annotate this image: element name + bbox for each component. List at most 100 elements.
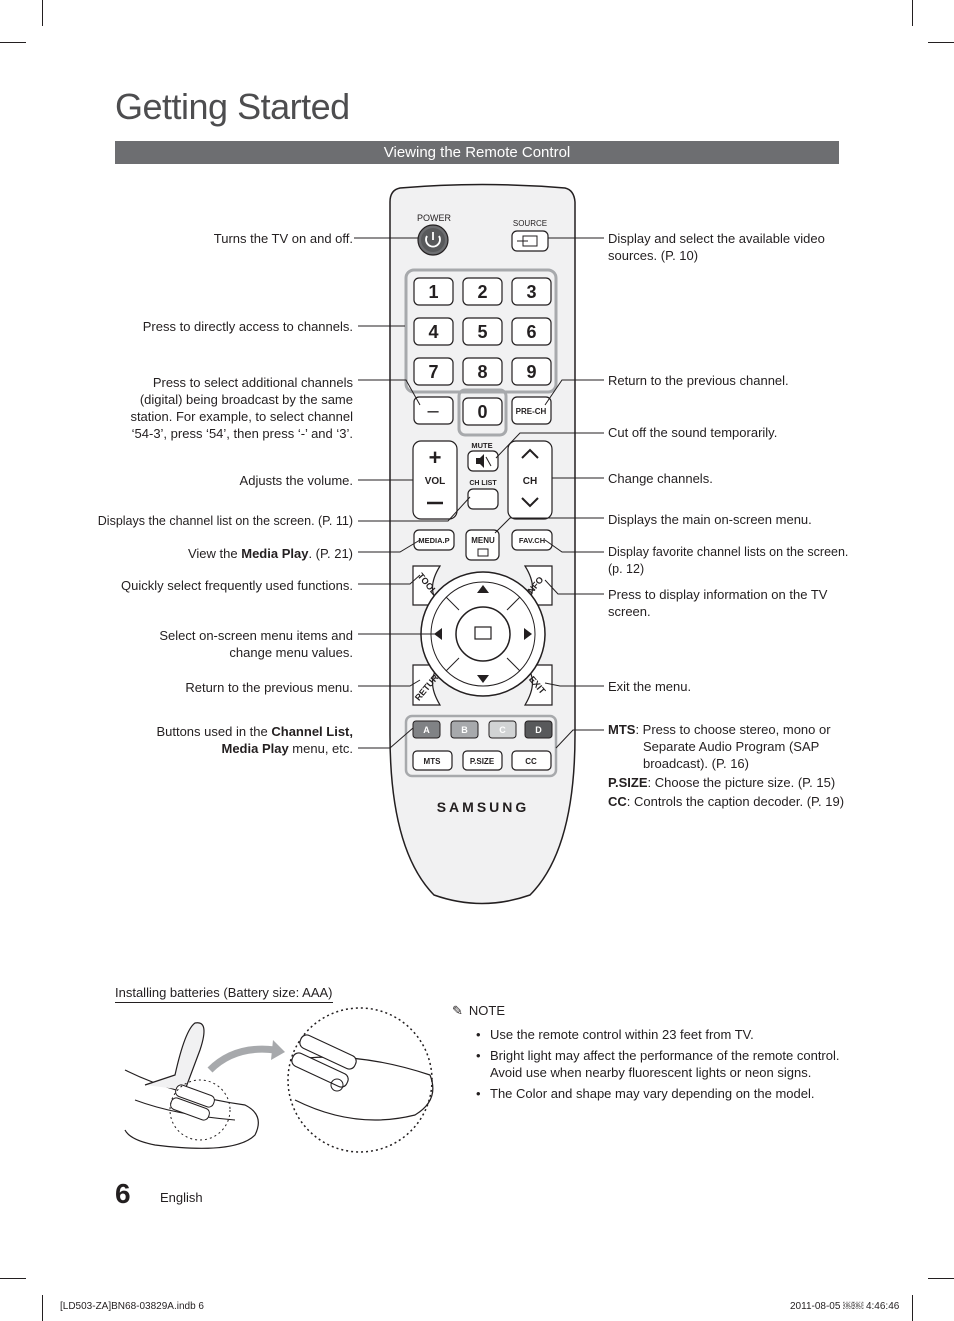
digit-key-1 bbox=[413, 277, 454, 306]
label-dash-line: station. For example, to select channel bbox=[130, 409, 353, 424]
color-key-A bbox=[412, 720, 441, 739]
color-key-label: B bbox=[461, 725, 468, 735]
page-title: Getting Started bbox=[115, 86, 350, 127]
note-item-text: The Color and shape may vary depending o… bbox=[490, 1086, 815, 1101]
digit-key-3 bbox=[511, 277, 552, 306]
crop-mark bbox=[42, 1295, 43, 1321]
label-colors: Buttons used in the Channel List, Media … bbox=[156, 723, 353, 757]
label-dash-line: ‘54-3’, press ‘54’, then press ‘-’ and ‘… bbox=[131, 426, 353, 441]
label-favch-line: Display favorite channel lists on the sc… bbox=[608, 545, 849, 559]
label-prech: Return to the previous channel. bbox=[608, 373, 789, 388]
label-psize-key: P.SIZE bbox=[608, 775, 648, 790]
note-item: •The Color and shape may vary depending … bbox=[476, 1086, 815, 1101]
enter-icon bbox=[474, 626, 492, 640]
label-favch-line: (p. 12) bbox=[608, 562, 645, 576]
prech-button bbox=[511, 396, 552, 425]
svg-text:MUTE: MUTE bbox=[471, 441, 492, 450]
label-mts-key: MTS bbox=[608, 722, 636, 737]
mediap-button bbox=[413, 529, 455, 551]
note-item: •Use the remote control within 23 feet f… bbox=[476, 1027, 754, 1042]
crop-mark bbox=[912, 1295, 913, 1321]
label-colors-bold: Media Play bbox=[221, 741, 289, 756]
digit-key-6 bbox=[511, 317, 552, 346]
digit-label: 4 bbox=[428, 322, 438, 342]
source-label: SOURCE bbox=[513, 219, 547, 228]
digit-key-2 bbox=[462, 277, 503, 306]
svg-text:CC: CC bbox=[525, 757, 537, 766]
label-tools: Quickly select frequently used functions… bbox=[121, 578, 353, 593]
label-mediap-post: . (P. 21) bbox=[308, 546, 353, 561]
label-psize-text: : Choose the picture size. (P. 15) bbox=[647, 775, 836, 790]
right-arrow-icon bbox=[524, 628, 532, 640]
digit-label: 5 bbox=[477, 322, 487, 342]
svg-text:CH LIST: CH LIST bbox=[469, 480, 497, 487]
source-button bbox=[511, 230, 549, 252]
svg-text:–: – bbox=[427, 400, 439, 422]
label-source-line: Display and select the available video bbox=[608, 231, 825, 246]
digit-key-8 bbox=[462, 357, 503, 386]
arrow-icon bbox=[207, 1045, 276, 1073]
menu-icon bbox=[477, 548, 489, 557]
samsung-logo: SAMSUNG bbox=[437, 799, 530, 815]
digit-key-7 bbox=[413, 357, 454, 386]
label-dash-line: Press to select additional channels bbox=[152, 375, 353, 390]
svg-text:MTS: MTS bbox=[424, 757, 442, 766]
label-favch: Display favorite channel lists on the sc… bbox=[608, 544, 848, 578]
battery-illustration bbox=[124, 1007, 434, 1153]
psize-button bbox=[462, 750, 503, 771]
color-key-label: D bbox=[535, 725, 542, 735]
ch-rocker bbox=[507, 440, 553, 520]
digit-label: 0 bbox=[477, 402, 487, 422]
section-header: Viewing the Remote Control bbox=[115, 141, 839, 164]
color-key-B bbox=[450, 720, 479, 739]
label-mts-text: broadcast). (P. 16) bbox=[643, 756, 749, 771]
digit-label: 9 bbox=[526, 362, 536, 382]
label-mute: Cut off the sound temporarily. bbox=[608, 425, 778, 440]
mute-icon bbox=[476, 454, 484, 468]
crop-mark bbox=[42, 0, 43, 26]
crop-mark bbox=[0, 1278, 26, 1279]
svg-text:+: + bbox=[429, 445, 442, 470]
label-dash: Press to select additional channels (dig… bbox=[130, 374, 353, 442]
label-vol: Adjusts the volume. bbox=[239, 473, 353, 488]
label-arrows-line: change menu values. bbox=[229, 645, 353, 660]
dash-button bbox=[413, 396, 454, 425]
enter-button bbox=[455, 606, 511, 662]
color-key-C bbox=[488, 720, 517, 739]
crop-mark bbox=[912, 0, 913, 26]
label-mts: MTS: Press to choose stereo, mono or Sep… bbox=[608, 721, 831, 772]
label-dash-line: (digital) being broadcast by the same bbox=[139, 392, 353, 407]
note-item-text: Use the remote control within 23 feet fr… bbox=[490, 1027, 754, 1042]
label-cc: CC: Controls the caption decoder. (P. 19… bbox=[608, 793, 844, 810]
svg-text:CH: CH bbox=[523, 476, 537, 487]
label-colors-bold: Channel List, bbox=[271, 724, 353, 739]
label-mediap: View the Media Play. (P. 21) bbox=[188, 545, 353, 562]
label-info-line: Press to display information on the TV bbox=[608, 587, 828, 602]
battery-cover bbox=[144, 1022, 205, 1091]
label-mediap-bold: Media Play bbox=[241, 546, 309, 561]
menu-button bbox=[465, 529, 500, 561]
callout-lines bbox=[354, 237, 604, 749]
label-ch: Change channels. bbox=[608, 471, 713, 486]
label-cc-text: : Controls the caption decoder. (P. 19) bbox=[626, 794, 845, 809]
svg-text:MENU: MENU bbox=[471, 536, 495, 545]
label-arrows-line: Select on-screen menu items and bbox=[159, 628, 353, 643]
digit-key-9 bbox=[511, 357, 552, 386]
crop-mark bbox=[928, 42, 954, 43]
svg-text:FAV.CH: FAV.CH bbox=[519, 536, 545, 545]
note-item-text: Bright light may affect the performance … bbox=[490, 1048, 840, 1080]
page-number: 6 bbox=[115, 1178, 131, 1209]
chlist-button bbox=[467, 488, 499, 510]
digit-key-0 bbox=[462, 397, 503, 426]
note-list: •Use the remote control within 23 feet f… bbox=[476, 1026, 856, 1106]
svg-text:PRE-CH: PRE-CH bbox=[516, 407, 547, 416]
label-source-line: sources. (P. 10) bbox=[608, 248, 699, 263]
digit-label: 3 bbox=[526, 282, 536, 302]
note-heading: ✎NOTE bbox=[452, 1003, 505, 1019]
label-mediap-pre: View the bbox=[187, 546, 242, 561]
color-key-D bbox=[524, 720, 553, 739]
label-menu: Displays the main on-screen menu. bbox=[608, 512, 812, 527]
label-psize: P.SIZE: Choose the picture size. (P. 15) bbox=[608, 774, 835, 791]
label-cc-key: CC bbox=[608, 794, 627, 809]
pencil-icon: ✎ bbox=[452, 1003, 463, 1018]
